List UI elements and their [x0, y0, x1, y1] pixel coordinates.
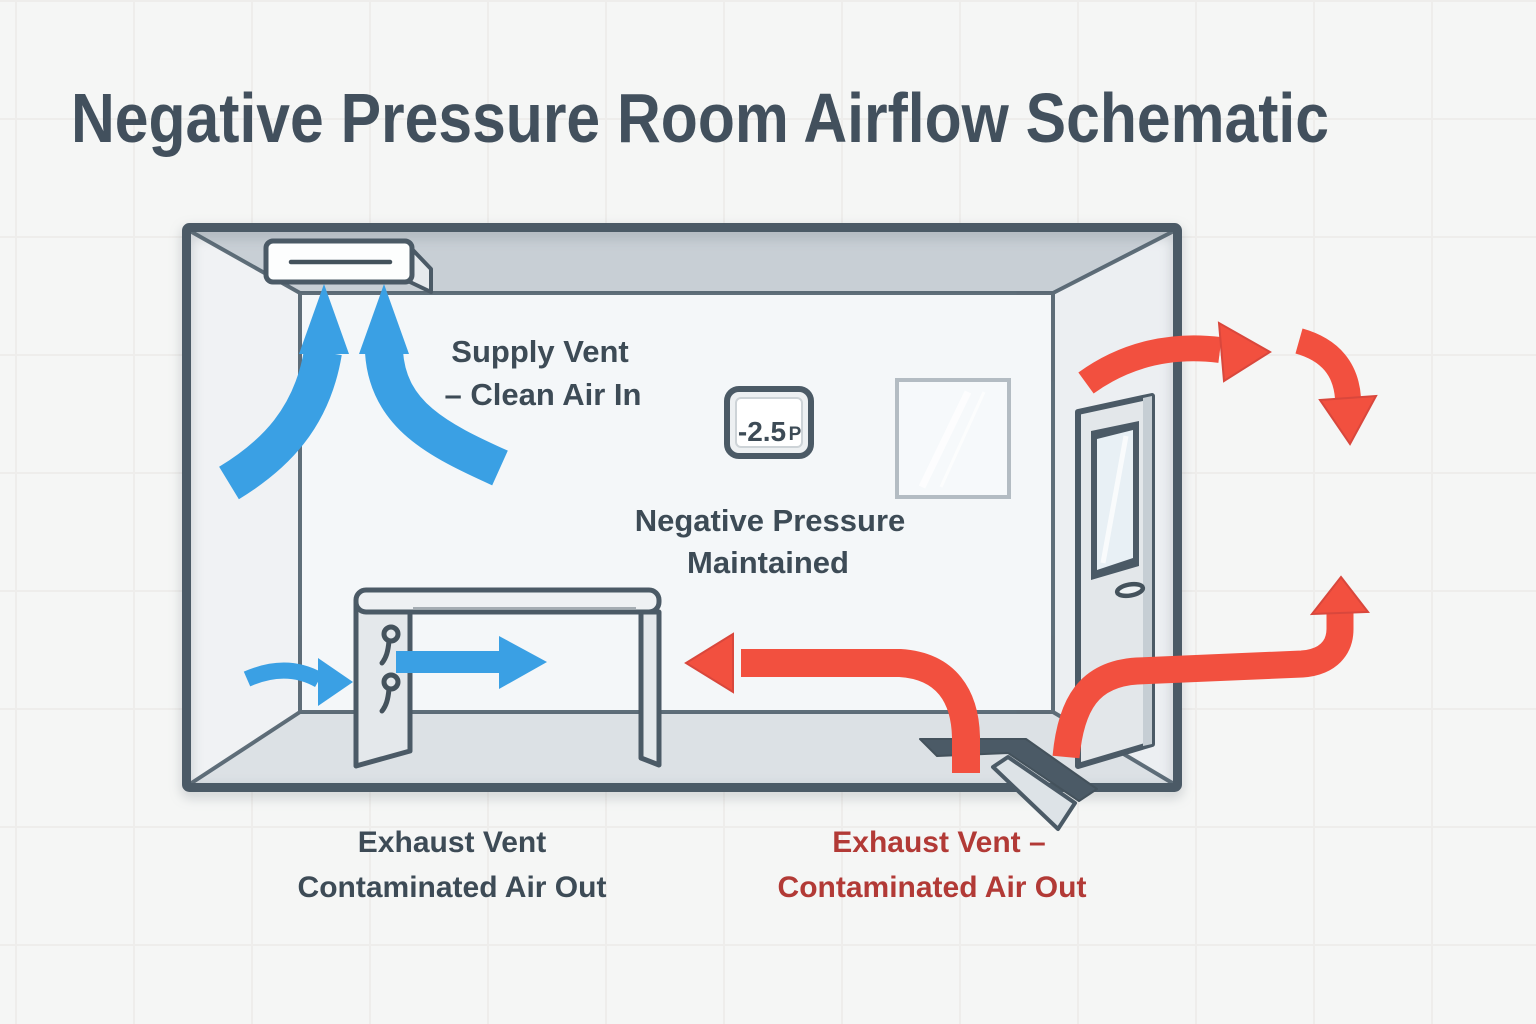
room-inflow-arrow-head-icon [318, 658, 353, 706]
supply-arrow-right-icon [365, 349, 508, 486]
bench [353, 587, 662, 769]
supply-air-arrows [218, 284, 547, 706]
supply-vent-label: Supply Vent – Clean Air In [445, 334, 642, 412]
room-back-wall [300, 293, 1053, 712]
exhaust-vent-right-label-line1: Exhaust Vent – [832, 826, 1045, 859]
gauge-unit: P [789, 424, 802, 445]
exhaust-ramp [991, 755, 1077, 831]
exhaust-vent-left-label-line1: Exhaust Vent [358, 826, 546, 859]
exhaust-vent-right-label-line2: Contaminated Air Out [778, 871, 1087, 904]
room-left-wall [190, 231, 300, 784]
exhaust-floor-arrow-head-icon [684, 632, 734, 694]
door-window-glare [1100, 435, 1129, 564]
room-ceiling [190, 231, 1174, 293]
bench-hook [379, 672, 401, 714]
exhaust-up-arrow-head-icon [1309, 575, 1370, 616]
bench-right-leg [638, 609, 662, 768]
gauge-value: -2.5 [738, 416, 786, 447]
window-glare-2 [939, 391, 986, 488]
door-edge [1143, 396, 1152, 746]
exhaust-vent-left-label-line2: Contaminated Air Out [298, 871, 607, 904]
room-outline [182, 223, 1182, 792]
bench-flow-arrow-head-icon [499, 636, 547, 689]
negative-pressure-label: Negative Pressure Maintained [635, 503, 906, 580]
bench-hook [379, 624, 401, 666]
pressure-gauge: -2.5 P [724, 386, 814, 459]
supply-vent-label-line1: Supply Vent [451, 334, 628, 369]
supply-arrow-left-head-icon [299, 284, 349, 354]
supply-vent-label-line2: – Clean Air In [445, 377, 642, 412]
observation-window [895, 378, 1011, 499]
window-glare [918, 390, 972, 489]
exhaust-floor-arrow-icon [741, 649, 980, 773]
bench-top [353, 587, 662, 615]
room-inflow-arrow-icon [243, 662, 323, 688]
door-handle [1114, 581, 1146, 599]
exhaust-vent-left-label: Exhaust Vent Contaminated Air Out [298, 826, 607, 904]
exhaust-door-top-arrow-icon [1078, 335, 1222, 394]
exhaust-down-arrow-head-icon [1318, 394, 1378, 446]
exhaust-door-top-arrow-head-icon [1217, 321, 1272, 383]
negative-pressure-label-line2: Maintained [687, 545, 849, 580]
page-title: Negative Pressure Room Airflow Schematic [71, 79, 1329, 157]
supply-arrow-left-icon [218, 348, 342, 500]
exhaust-up-arrow-icon [1052, 613, 1354, 759]
exhaust-air-arrows [684, 321, 1378, 773]
supply-vent-unit [263, 238, 433, 294]
exhaust-vent-right-label: Exhaust Vent – Contaminated Air Out [778, 826, 1087, 904]
room-edge-lines [188, 229, 1176, 786]
room-floor [190, 712, 1174, 784]
supply-arrow-right-head-icon [359, 284, 409, 354]
negative-pressure-label-line1: Negative Pressure [635, 503, 906, 538]
exhaust-down-arrow-icon [1294, 328, 1361, 400]
